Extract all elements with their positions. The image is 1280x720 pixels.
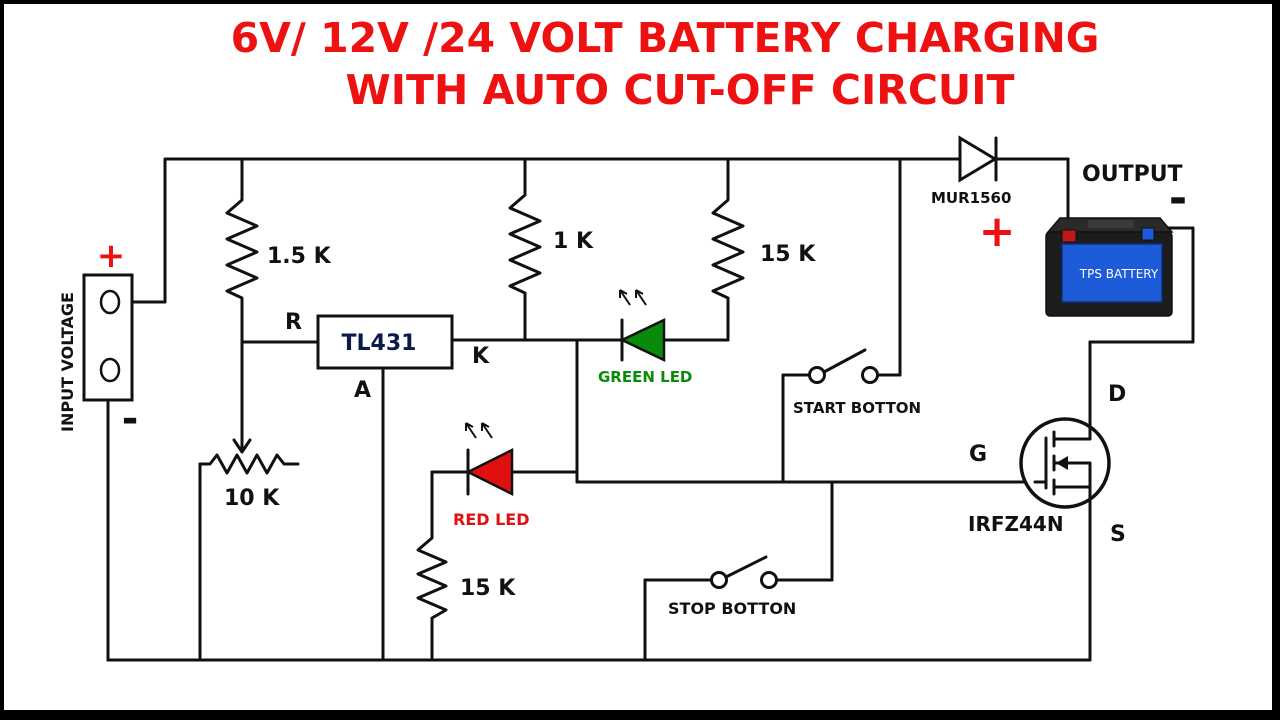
input-positive-terminal	[99, 289, 121, 315]
tl431-pin-a: A	[354, 378, 371, 403]
resistor-1k	[508, 188, 542, 307]
output-plus-sign: +	[979, 206, 1016, 257]
title-line-1: 6V/ 12V /24 VOLT BATTERY CHARGING	[231, 14, 1100, 62]
green-led-label: GREEN LED	[598, 368, 692, 386]
green-led-emission-arrow-2	[635, 289, 647, 306]
mosfet-gate-label: G	[969, 442, 987, 467]
battery-brand-label: TPS BATTERY	[1079, 267, 1159, 281]
battery	[1045, 217, 1174, 317]
resistor-15k-top	[711, 193, 745, 307]
title-line-2: WITH AUTO CUT-OFF CIRCUIT	[346, 66, 1015, 114]
resistor-1k5	[225, 193, 259, 307]
potentiometer-10k	[198, 453, 300, 475]
green-led	[598, 289, 670, 362]
input-plus-sign: +	[97, 236, 126, 276]
input-minus-sign: -	[122, 396, 139, 442]
stop-switch	[710, 555, 778, 589]
input-voltage-label: INPUT VOLTAGE	[58, 292, 77, 432]
mosfet-name-label: IRFZ44N	[968, 512, 1064, 536]
resistor-1k-label: 1 K	[553, 229, 594, 254]
potentiometer-wiper-arrow	[232, 438, 252, 454]
resistor-1k5-label: 1.5 K	[267, 244, 332, 269]
input-negative-terminal	[99, 357, 121, 383]
diode-mur1560	[928, 135, 1014, 183]
battery-negative-terminal	[1141, 227, 1155, 241]
potentiometer-10k-label: 10 K	[224, 486, 280, 511]
diagram-background	[4, 4, 1272, 710]
wires	[106, 157, 1195, 662]
start-switch	[808, 348, 879, 384]
mosfet-irfz44n	[1019, 416, 1111, 510]
green-led-emission-arrow	[619, 289, 631, 306]
resistor-15k-top-label: 15 K	[760, 242, 816, 267]
stop-switch-label: STOP BOTTON	[668, 599, 796, 618]
battery-label-panel	[1061, 243, 1163, 303]
tl431-label: TL431	[342, 331, 417, 356]
tl431-pin-r: R	[285, 310, 302, 335]
red-led-emission-arrow-2	[481, 422, 493, 439]
start-switch-label: START BOTTON	[793, 399, 921, 417]
tl431-ic	[316, 314, 454, 370]
battery-positive-terminal	[1061, 229, 1077, 243]
red-led-label: RED LED	[453, 510, 530, 529]
output-minus-sign: -	[1169, 173, 1187, 224]
output-label: OUTPUT	[1082, 162, 1183, 187]
input-terminal	[82, 273, 134, 402]
diode-label: MUR1560	[931, 189, 1011, 207]
mosfet-drain-label: D	[1108, 382, 1126, 407]
tl431-pin-k: K	[472, 344, 490, 369]
resistor-15k-bottom	[416, 528, 448, 632]
mosfet-source-label: S	[1110, 522, 1126, 547]
resistor-15k-bottom-label: 15 K	[460, 576, 516, 601]
red-led	[465, 422, 514, 497]
red-led-emission-arrow	[465, 422, 477, 439]
